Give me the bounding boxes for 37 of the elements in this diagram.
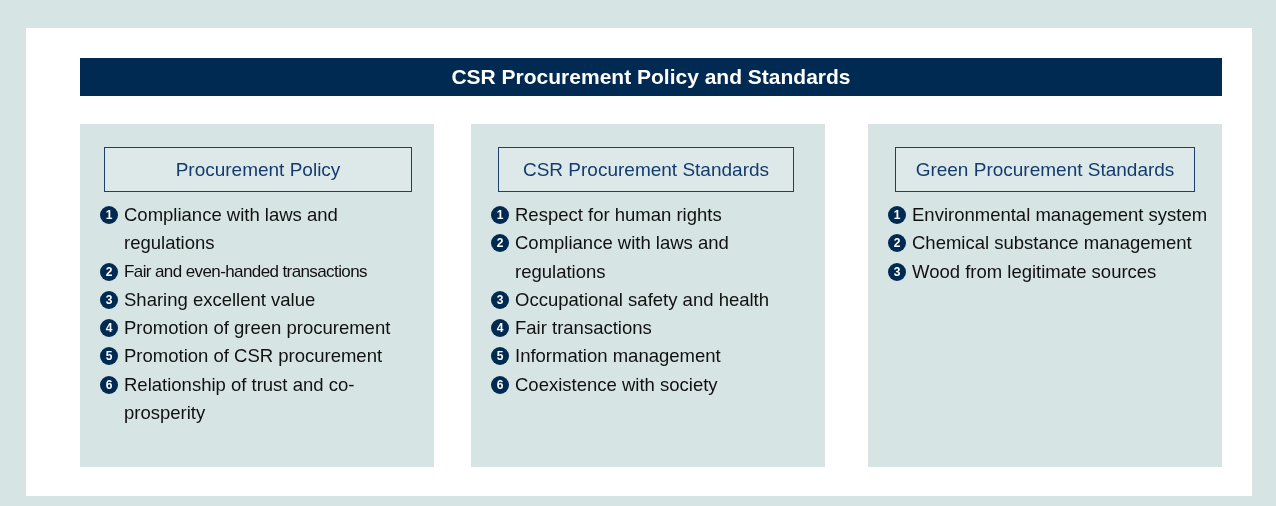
list-item: Chemical substance management <box>912 231 1192 256</box>
panel-background <box>471 124 825 467</box>
number-bullet: 3 <box>888 262 906 281</box>
list-item: Occupational safety and health <box>515 287 770 312</box>
number-bullet: 4 <box>100 319 118 338</box>
number-bullet: 2 <box>888 234 906 253</box>
number-bullet: 6 <box>100 375 118 394</box>
list-item: Respect for human rights <box>515 203 722 227</box>
list-item: Promotion of green procurement <box>124 316 391 341</box>
list-item: Sharing excellent value <box>124 287 316 312</box>
number-bullet: 3 <box>491 290 509 309</box>
number-bullet: 2 <box>491 234 509 253</box>
list-item: Fair transactions <box>515 316 652 341</box>
number-bullet: 1 <box>100 206 118 224</box>
list-item: Fair and even-handed transactions <box>124 260 367 283</box>
list-item: Wood from legitimate sources <box>912 259 1157 284</box>
number-bullet: 5 <box>100 347 118 366</box>
panel-heading: Procurement Policy <box>104 147 412 192</box>
number-bullet: 1 <box>888 206 906 224</box>
number-bullet: 1 <box>491 206 509 224</box>
number-bullet: 4 <box>491 319 509 338</box>
panel-heading: Green Procurement Standards <box>895 147 1195 192</box>
panel-background <box>80 124 434 467</box>
panel-background <box>868 124 1222 467</box>
list-item: Compliance with laws and regulations <box>515 231 730 284</box>
list-item: Environmental management system <box>912 203 1208 227</box>
list-item: Coexistence with society <box>515 372 718 397</box>
panel-heading: CSR Procurement Standards <box>498 147 794 192</box>
list-item: Information management <box>515 344 721 369</box>
list-item: Promotion of CSR procurement <box>124 344 383 369</box>
number-bullet: 3 <box>100 290 118 309</box>
list-item: Compliance with laws and regulations <box>124 203 339 256</box>
title-bar: CSR Procurement Policy and Standards <box>80 58 1222 96</box>
list-item: Relationship of trust and co-prosperity <box>124 372 356 426</box>
number-bullet: 6 <box>491 375 509 394</box>
number-bullet: 5 <box>491 347 509 366</box>
number-bullet: 2 <box>100 262 118 281</box>
